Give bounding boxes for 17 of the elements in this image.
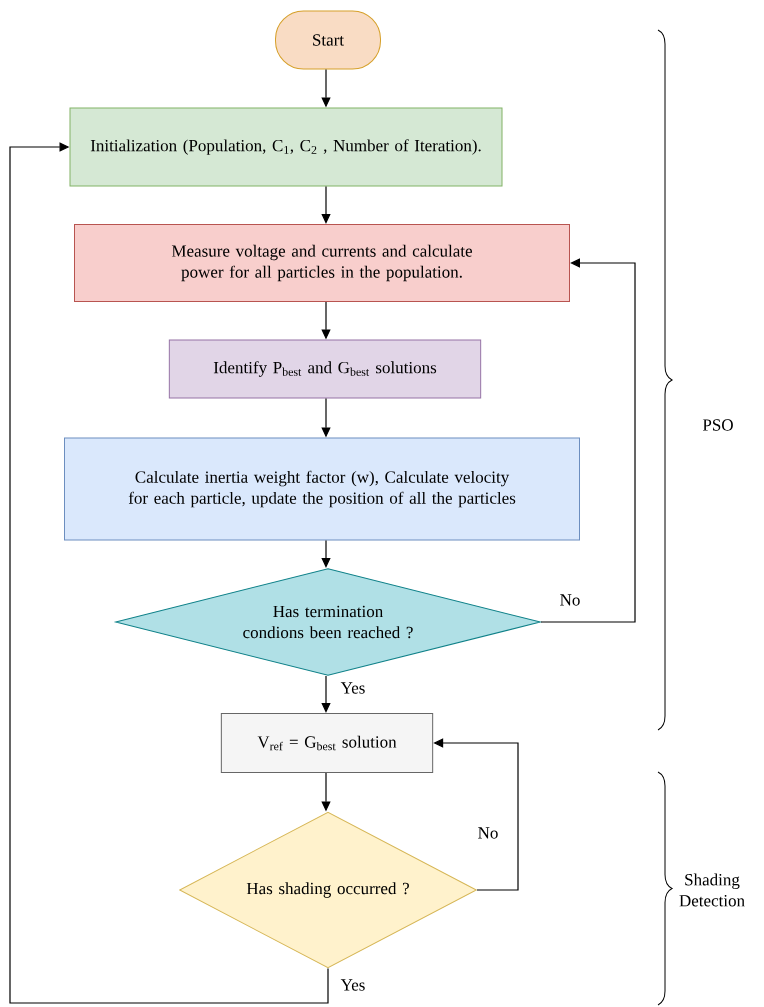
process-box: V$_{ref}$ = G$_{best}$ solution bbox=[220, 713, 434, 773]
arrow bbox=[540, 258, 636, 623]
process-box: Calculate inertia weight factor (w), Calculate velocity for each particle, update the position of all the particles bbox=[64, 437, 580, 541]
arrow bbox=[321, 185, 331, 224]
bracket-label: PSO bbox=[702, 419, 733, 431]
arrow bbox=[9, 142, 329, 1004]
edge-label: No bbox=[476, 826, 500, 840]
edge-label: Yes bbox=[339, 978, 367, 992]
start-terminal: Start bbox=[275, 10, 381, 70]
process-box: Initialization (Population, C$_{1}$, C$_{2}$ , Number of Iteration). bbox=[69, 107, 503, 187]
process-box: Measure voltage and currents and calculate power for all particles in the population. bbox=[74, 224, 570, 302]
bracket-label: Shading Detection bbox=[679, 873, 745, 907]
arrow bbox=[321, 675, 331, 713]
edge-label: Yes bbox=[339, 681, 367, 695]
arrow bbox=[321, 539, 331, 568]
process-box: Identify P$_{best}$ and G$_{best}$ solutions bbox=[168, 339, 482, 399]
edge-label: No bbox=[558, 593, 582, 607]
